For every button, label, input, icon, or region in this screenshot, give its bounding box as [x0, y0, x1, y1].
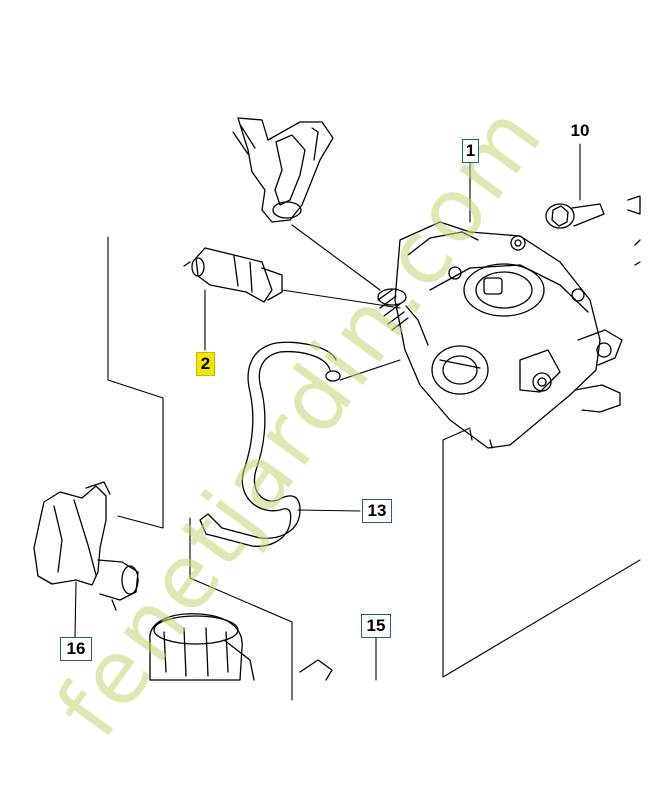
- callout-part-1: 1: [462, 139, 479, 163]
- frame-lines: [107, 236, 641, 701]
- lever-part-16: [33, 481, 139, 611]
- adjusting-spring: [377, 288, 429, 346]
- connector-part-2: [183, 247, 283, 303]
- callout-part-15: 15: [361, 614, 391, 638]
- bolt-part-10: [545, 195, 641, 266]
- callout-part-2: 2: [196, 352, 215, 376]
- carburettor: [394, 221, 623, 449]
- hose-part-13: [199, 341, 341, 547]
- callout-part-16: 16: [60, 637, 92, 661]
- primer-bulb: [149, 613, 333, 681]
- callout-part-10: 10: [570, 121, 590, 140]
- mounting-bracket: [232, 117, 334, 223]
- callout-part-13: 13: [362, 499, 392, 523]
- leader-lines: [74, 143, 581, 681]
